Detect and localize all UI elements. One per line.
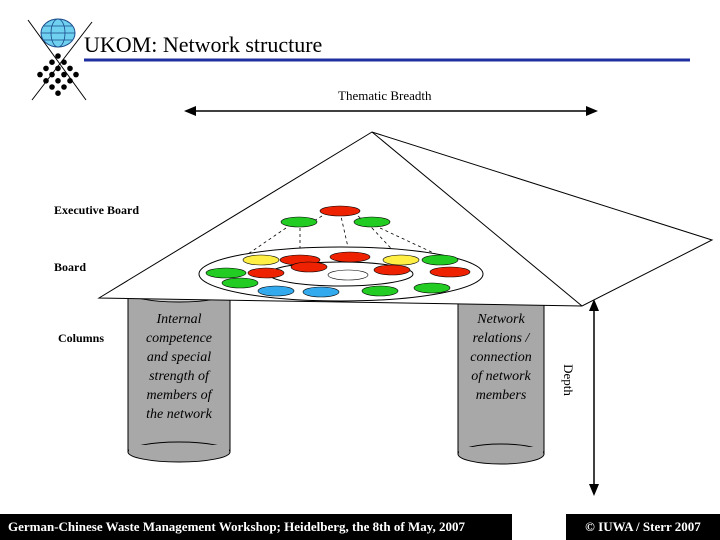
board-label: Board [54,260,87,274]
footer-bar: German-Chinese Waste Management Workshop… [0,514,512,540]
depth-label: Depth [561,364,576,396]
left-column-text: Internal competence and special strength of… [128,310,230,424]
columns-label: Columns [58,331,105,345]
member-node [280,216,318,228]
member-node [242,254,280,266]
thematic-breadth-label: Thematic Breadth [338,88,432,103]
member-node [247,267,285,279]
member-node [327,269,369,281]
member-node [221,277,259,289]
right_text-line: Network [477,312,525,327]
member-node [382,254,420,266]
right-column [457,281,545,465]
ukom-logo [27,18,93,101]
left_text-line: competence [145,331,213,346]
left_text-line: strength of [149,369,209,384]
member-node [361,285,399,297]
right_text-line: members [475,388,527,403]
right_text-line: connection [470,350,532,365]
member-nodes [205,205,471,298]
depth-arrow [589,299,599,496]
member-node [319,205,361,217]
page-title: UKOM: Network structure [84,32,323,57]
left_text-line: Internal [156,312,202,327]
executive-board-label: Executive Board [54,203,139,217]
footer-copyright-bar: © IUWA / Sterr 2007 [566,514,720,540]
member-node [413,282,451,294]
right-column-text: Network relations / connection of network me… [458,310,544,405]
member-node [302,286,340,298]
logo-dot-grid [37,53,79,96]
member-node [421,254,459,266]
member-node [257,285,295,297]
left_text-line: the network [146,407,212,422]
footer-event-text: German-Chinese Waste Management Workshop… [8,519,466,534]
left_text-line: members of [146,388,212,403]
member-node [373,264,411,276]
footer-copyright-text: © IUWA / Sterr 2007 [585,519,701,534]
member-node [353,216,391,228]
right_text-line: of network [471,369,531,384]
thematic-breadth-arrow [184,106,598,116]
member-node [290,261,328,273]
right_text-line: relations / [472,331,530,346]
left_text-line: and special [146,350,212,365]
member-node [205,267,247,279]
member-node [329,251,371,263]
member-node [429,266,471,278]
